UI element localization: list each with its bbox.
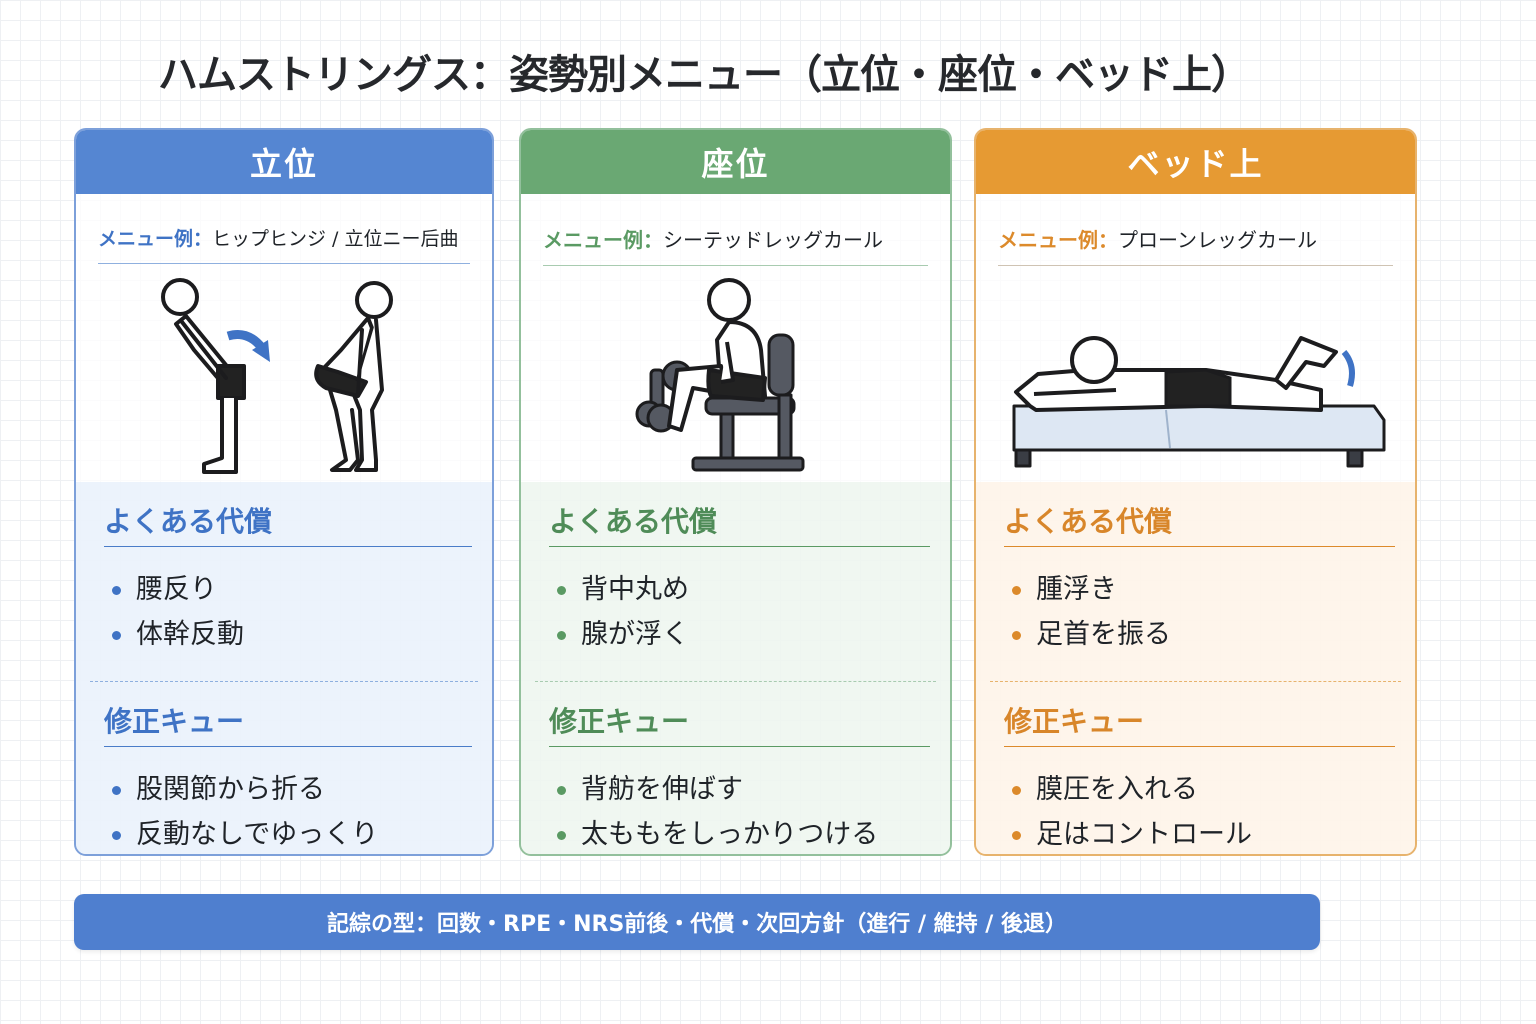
record-format-bar: 記綜の型：回数・RPE・NRS前後・代償・次回方針（進行 / 維持 / 後退） — [74, 894, 1320, 950]
list-item: 背舫を伸ばす — [557, 767, 950, 812]
card-bed: ベッド上 メニュー例：プローンレッグカール よくある代償 腫 — [974, 128, 1417, 856]
card-standing: 立位 メニュー例：ヒップヒンジ / 立位ニー后曲 — [74, 128, 494, 856]
menu-example-label: メニュー例： — [543, 228, 663, 252]
list-item: 太ももをしっかりつける — [557, 812, 950, 854]
seated-lower-panel: よくある代償 背中丸め 腺が浮く 修正キュー 背舫を伸ばす 太ももをしっかりつけ… — [521, 482, 950, 854]
menu-example-row: メニュー例：ヒップヒンジ / 立位ニー后曲 — [98, 224, 470, 264]
list-item: 背中丸め — [557, 567, 950, 612]
compensation-list: 腫浮き 足首を振る — [1012, 567, 1415, 657]
cue-list: 股関節から折る 反動なしでゆっくり — [112, 767, 492, 854]
menu-example-value: シーテッドレッグカール — [663, 228, 883, 252]
menu-example-row: メニュー例：シーテッドレッグカール — [543, 224, 928, 266]
compensation-list: 腰反り 体幹反動 — [112, 567, 492, 657]
list-item: 反動なしでゆっくり — [112, 812, 492, 854]
list-item: 股関節から折る — [112, 767, 492, 812]
compensation-title: よくある代償 — [104, 500, 472, 547]
cue-title: 修正キュー — [1004, 700, 1395, 747]
cue-title: 修正キュー — [549, 700, 930, 747]
list-item: 体幹反動 — [112, 612, 492, 657]
list-item: 足首を振る — [1012, 612, 1415, 657]
prone-leg-curl-on-bed-icon — [976, 270, 1415, 480]
compensation-list: 背中丸め 腺が浮く — [557, 567, 950, 657]
dashed-divider — [990, 681, 1401, 682]
seated-leg-curl-machine-icon — [521, 270, 950, 480]
list-item: 腫浮き — [1012, 567, 1415, 612]
menu-example-label: メニュー例： — [98, 228, 213, 250]
standing-hip-hinge-figures-icon — [76, 270, 492, 480]
dashed-divider — [535, 681, 936, 682]
compensation-title: よくある代償 — [1004, 500, 1395, 547]
page-title: ハムストリングス：姿勢別メニュー（立位・座位・ベッド上） — [158, 52, 1251, 98]
cue-title: 修正キュー — [104, 700, 472, 747]
list-item: 膜圧を入れる — [1012, 767, 1415, 812]
standing-lower-panel: よくある代償 腰反り 体幹反動 修正キュー 股関節から折る 反動なしでゆっくり — [76, 482, 492, 854]
list-item: 腰反り — [112, 567, 492, 612]
menu-example-value: ヒップヒンジ / 立位ニー后曲 — [212, 228, 459, 250]
menu-example-value: プローンレッグカール — [1118, 228, 1317, 252]
compensation-title: よくある代償 — [549, 500, 930, 547]
bed-lower-panel: よくある代償 腫浮き 足首を振る 修正キュー 膜圧を入れる 足はコントロール — [976, 482, 1415, 854]
card-header-standing: 立位 — [76, 130, 492, 194]
cue-list: 背舫を伸ばす 太ももをしっかりつける — [557, 767, 950, 854]
card-header-seated: 座位 — [521, 130, 950, 194]
list-item: 腺が浮く — [557, 612, 950, 657]
dashed-divider — [90, 681, 478, 682]
menu-example-row: メニュー例：プローンレッグカール — [998, 224, 1393, 266]
list-item: 足はコントロール — [1012, 812, 1415, 854]
menu-example-label: メニュー例： — [998, 228, 1118, 252]
card-seated: 座位 メニュー例：シーテッドレッグカール — [519, 128, 952, 856]
cue-list: 膜圧を入れる 足はコントロール — [1012, 767, 1415, 854]
card-header-bed: ベッド上 — [976, 130, 1415, 194]
